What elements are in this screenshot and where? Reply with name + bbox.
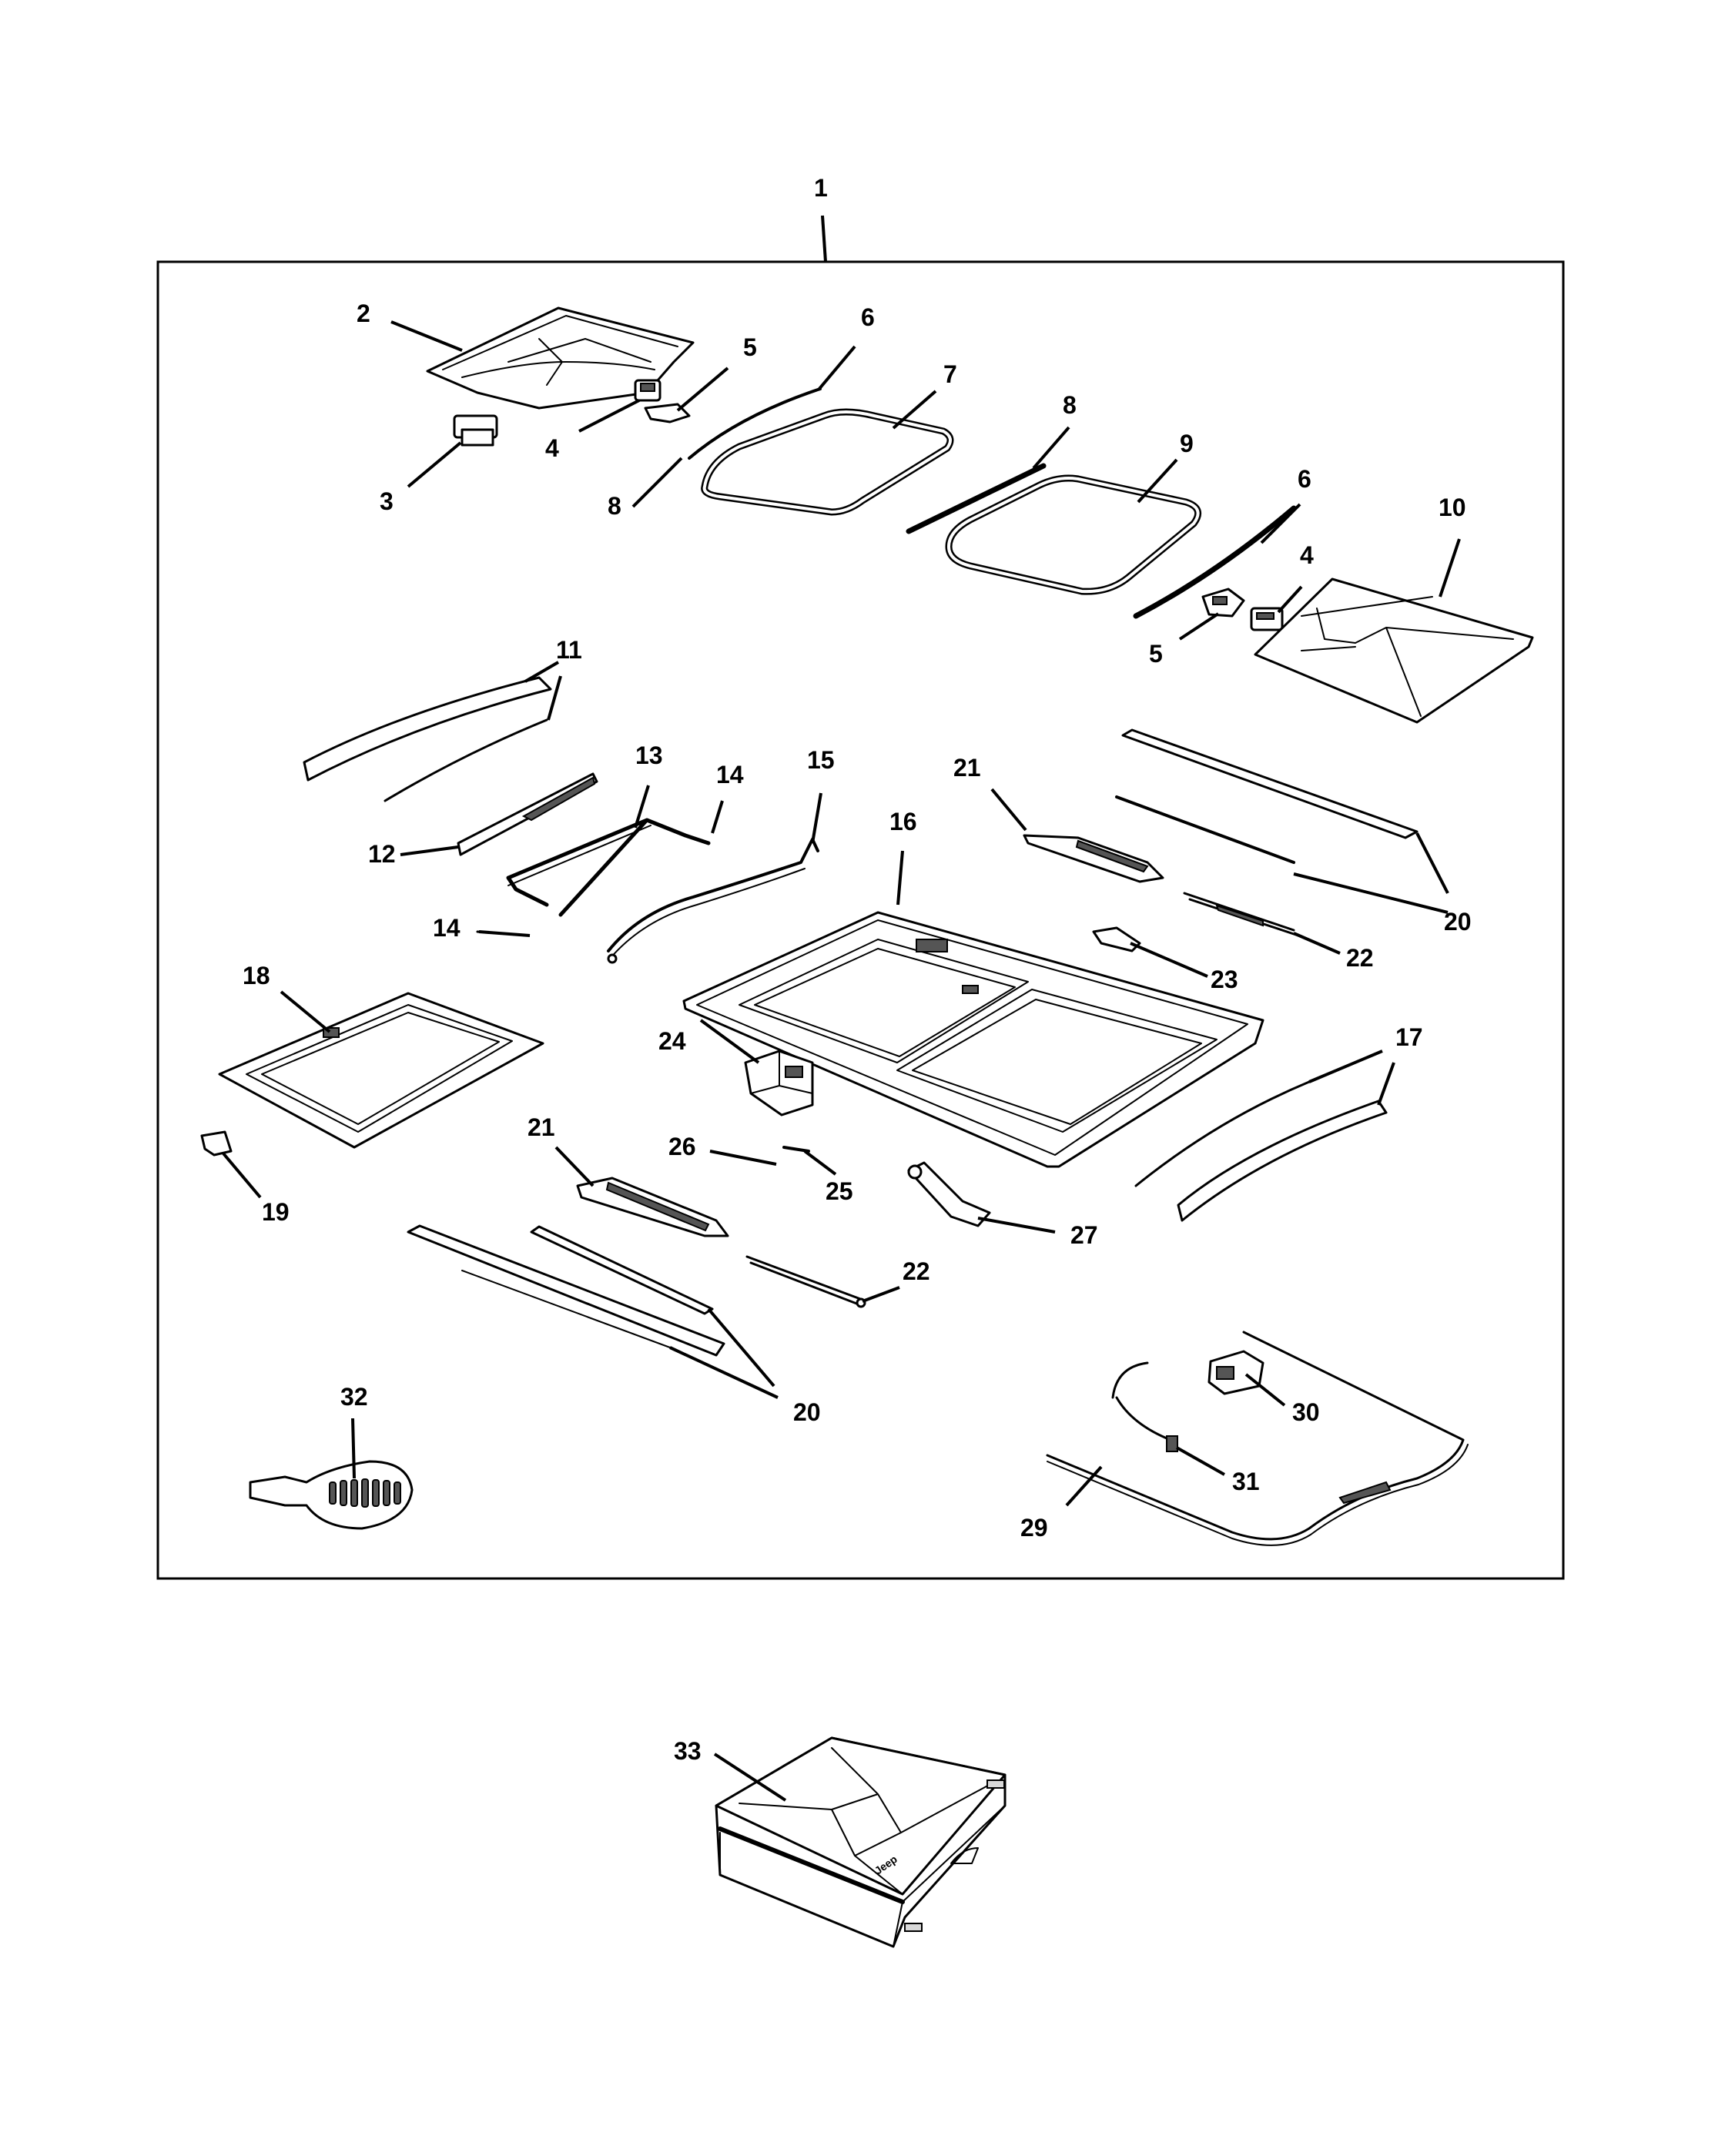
callout-20: 20 [1444,908,1472,936]
part-8-seal-left [631,457,683,508]
callout-6: 6 [861,303,875,331]
part-15-front-header-rail [607,792,822,964]
part-27-lever [907,1161,1056,1234]
part-31-cable-harness [1111,1361,1225,1476]
part-29-drain-tube [1046,1331,1469,1546]
callout-labels: 1 2 3 4 5 6 7 8 8 9 6 10 4 5 11 12 13 14… [243,174,1472,1765]
callout-19: 19 [262,1198,290,1226]
callout-5: 5 [743,333,757,361]
callout-18: 18 [243,962,270,989]
callout-14: 14 [716,761,744,788]
callout-12: 12 [368,840,396,868]
part-21-guide-lower [554,1146,729,1237]
callout-26: 26 [668,1133,696,1160]
part-5-latch-upper [644,367,729,424]
callout-24: 24 [658,1027,686,1055]
part-21-guide-upper [990,788,1164,883]
callout-11: 11 [556,636,582,664]
callout-16: 16 [889,808,917,835]
callout-13: 13 [635,742,663,769]
callout-23: 23 [1211,966,1238,993]
part-14-pin-right [711,800,724,834]
part-26-pin [709,1150,777,1166]
part-14-pin-left [476,930,531,937]
callout-5: 5 [1149,640,1163,668]
part-33-storage-bag: Jeep [713,1736,1007,1948]
part-9-glass-seal-rear [945,458,1202,595]
callout-15: 15 [807,746,835,774]
part-22-guide-rail-lower [745,1255,900,1308]
part-11-wind-deflector [303,661,562,802]
part-17-rear-seal-strip [1134,1050,1395,1222]
part-25-screw [782,1146,837,1176]
callout-8: 8 [608,492,621,520]
callout-4: 4 [545,434,559,462]
part-16-sunroof-frame [682,850,1264,1168]
callout-29: 29 [1020,1514,1048,1542]
assembly-frame [156,215,1565,1580]
part-20-side-rail-left [407,1224,779,1399]
part-6-seal-upper [688,345,856,460]
part-10-roof-panel-right [1254,538,1534,724]
jeep-grille-icon [329,1478,401,1508]
part-5-latch-right [1178,588,1245,641]
part-8-strip-mid [906,426,1070,534]
callout-22: 22 [903,1257,930,1285]
callout-10: 10 [1439,494,1466,521]
part-3-bracket [407,414,498,488]
callout-25: 25 [826,1177,853,1205]
part-32-grille-tool [249,1418,414,1530]
callout-21: 21 [528,1113,555,1141]
callout-14: 14 [433,914,461,942]
part-30-motor [1208,1350,1286,1407]
callout-4: 4 [1300,541,1314,569]
part-2-roof-panel-left [390,306,695,410]
part-6-seal-right [1133,503,1301,619]
part-22-guide-rail-upper [1183,892,1341,955]
part-20-side-rail-right [1115,728,1449,914]
part-23-bracket [1092,926,1208,978]
callout-30: 30 [1292,1398,1320,1426]
part-24-motor-bracket [699,1019,814,1116]
callout-21: 21 [953,754,981,782]
callout-17: 17 [1395,1023,1423,1051]
part-7-glass-seal-front [701,390,954,516]
callout-6: 6 [1298,465,1311,493]
callout-33: 33 [674,1737,702,1765]
callout-9: 9 [1180,430,1194,457]
callout-1: 1 [814,174,828,202]
callout-8: 8 [1063,391,1077,419]
part-18-sunshade-frame [218,990,544,1149]
part-19-clip [200,1130,262,1199]
callout-7: 7 [943,360,957,388]
part-4-latch-right [1250,585,1303,631]
part-13-deflector-frame [506,785,711,917]
callout-31: 31 [1232,1468,1260,1495]
callout-22: 22 [1346,944,1374,972]
callout-2: 2 [357,300,370,327]
callout-3: 3 [380,487,394,515]
callout-20: 20 [793,1398,821,1426]
callout-27: 27 [1070,1221,1098,1249]
part-12-trim-strip [400,772,598,856]
part-4-latch-upper [578,379,662,433]
callout-32: 32 [340,1383,368,1411]
